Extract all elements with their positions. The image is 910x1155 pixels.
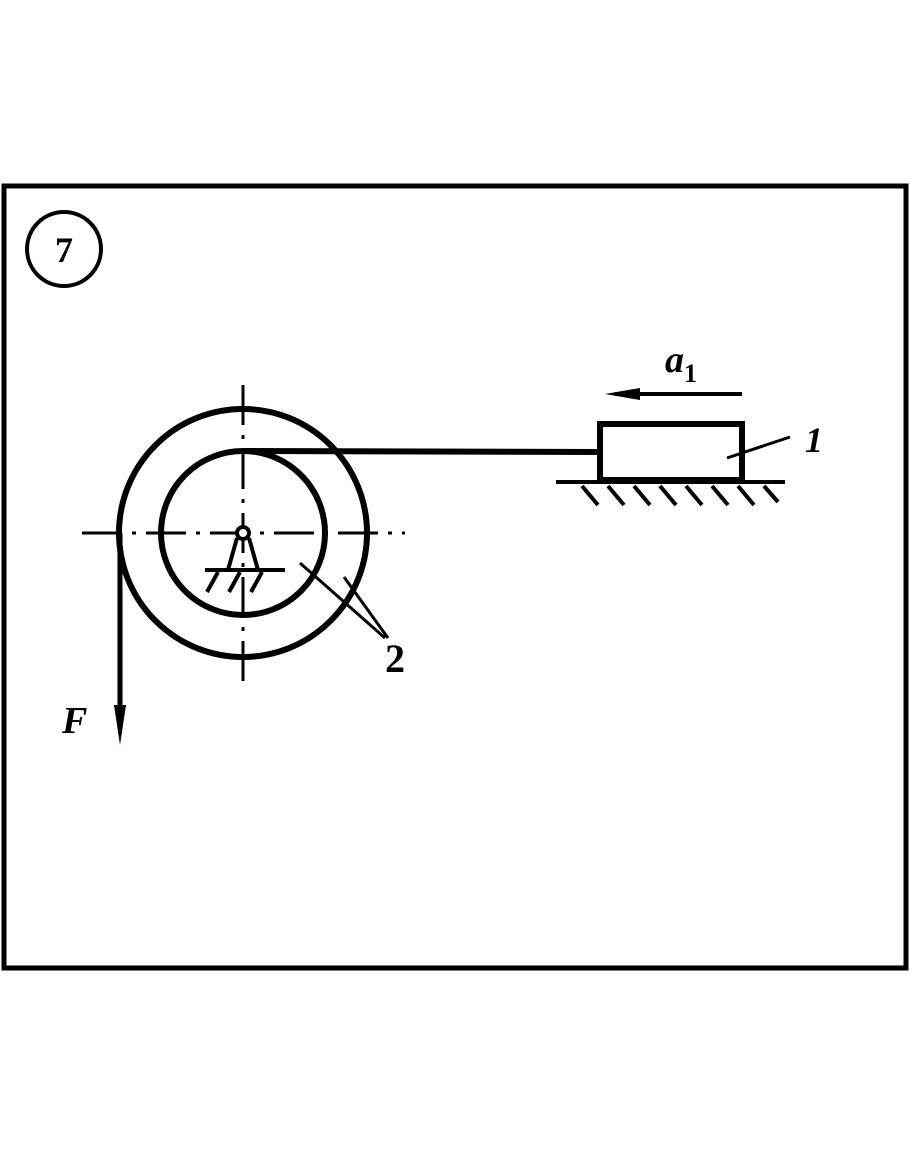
force-label: F: [61, 700, 87, 742]
rope-horizontal: [242, 448, 601, 455]
acceleration-symbol: a: [665, 339, 684, 381]
pulley-leader-lines: [299, 561, 390, 640]
pivot-support: [205, 525, 285, 593]
acceleration-subscript: 1: [684, 359, 697, 388]
acceleration-arrow-head: [605, 388, 640, 400]
figure-number: 7: [55, 230, 73, 270]
block-label: 1: [805, 420, 823, 460]
figure-number-badge: 7: [25, 210, 103, 288]
figure-frame: [1, 183, 909, 971]
ground-hatching: [580, 484, 780, 507]
pulley-label: 2: [385, 636, 405, 681]
force-arrow-head: [114, 705, 126, 745]
block-1: [597, 421, 745, 483]
acceleration-label: a1: [665, 339, 697, 388]
block-leader-line: [726, 435, 791, 460]
